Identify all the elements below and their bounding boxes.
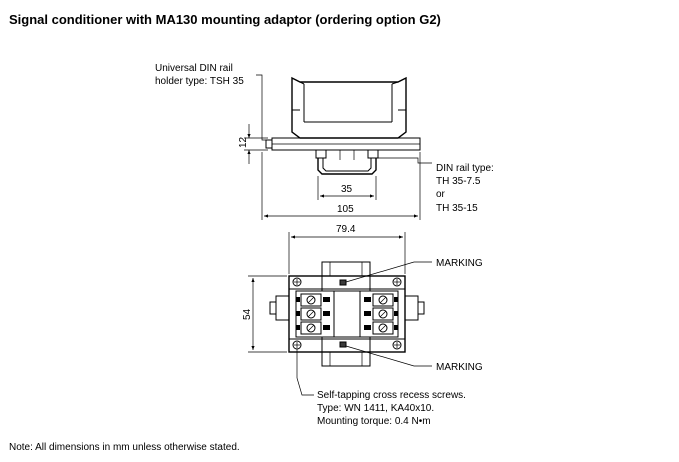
leader-marking-top: MARKING <box>345 258 483 283</box>
din-rail-label-2: TH 35-7.5 <box>436 176 481 187</box>
din-rail-label-4: TH 35-15 <box>436 203 478 214</box>
corner-screw-tr <box>392 277 402 287</box>
din-holder-label-1: Universal DIN rail <box>155 63 233 74</box>
dimension-12: 12 <box>238 124 268 164</box>
leader-din-rail: DIN rail type: TH 35-7.5 or TH 35-15 <box>376 157 494 214</box>
dim-79-4-label: 79.4 <box>336 224 356 235</box>
top-view <box>269 261 425 367</box>
leader-screws: Self-tapping cross recess screws. Type: … <box>296 349 466 427</box>
corner-screw-tl <box>292 277 302 287</box>
corner-screw-bl <box>292 340 302 350</box>
dimension-79-4: 79.4 <box>288 224 406 274</box>
marking-bottom-label: MARKING <box>436 362 483 373</box>
marking-top-label: MARKING <box>436 258 483 269</box>
dimension-54: 54 <box>242 275 287 353</box>
dimension-35: 35 <box>317 176 377 200</box>
terminal-block-left <box>295 290 335 338</box>
page-title: Signal conditioner with MA130 mounting a… <box>9 12 441 27</box>
dim-105-label: 105 <box>337 204 354 215</box>
din-rail-label-1: DIN rail type: <box>436 163 494 174</box>
dim-54-label: 54 <box>242 308 253 320</box>
din-rail-label-3: or <box>436 189 446 200</box>
screws-label-3: Mounting torque: 0.4 N•m <box>317 416 431 427</box>
dim-35-label: 35 <box>341 184 353 195</box>
footnote: Note: All dimensions in mm unless otherw… <box>9 442 240 453</box>
side-view <box>265 76 421 175</box>
dim-12-label: 12 <box>238 136 249 148</box>
screws-label-1: Self-tapping cross recess screws. <box>317 390 466 401</box>
leader-din-holder: Universal DIN rail holder type: TSH 35 <box>155 63 268 141</box>
screws-label-2: Type: WN 1411, KA40x10. <box>317 403 434 414</box>
leader-marking-bottom: MARKING <box>345 345 483 373</box>
terminal-block-right <box>359 290 399 338</box>
corner-screw-br <box>392 340 402 350</box>
dimension-105: 105 <box>261 152 421 220</box>
din-holder-label-2: holder type: TSH 35 <box>155 76 244 87</box>
